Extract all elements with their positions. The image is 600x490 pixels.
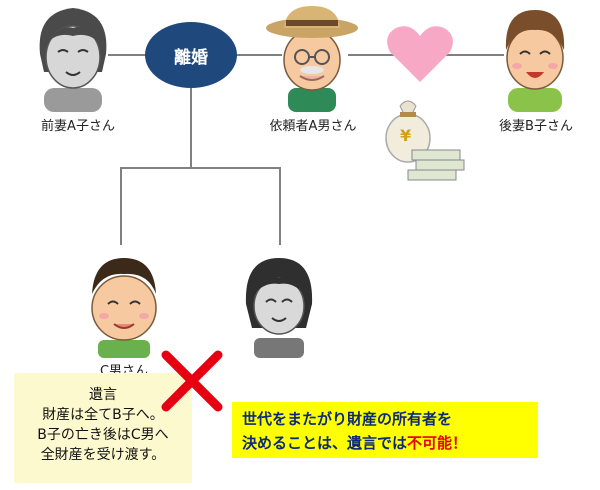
cross-mark-icon [161,350,223,412]
divorce-label: 離婚 [174,47,208,68]
connector-badge-client [236,54,282,56]
callout-line-2-text: 決めることは、遺言では [242,434,408,452]
connector-to-son [120,167,122,245]
callout-line-2: 決めることは、遺言では不可能！ [242,431,528,455]
will-line-3: 全財産を受け渡す。 [40,447,166,463]
will-line-2: B子の亡き後はC男へ [37,427,169,443]
will-note: 遺言 財産は全てB子へ。 B子の亡き後はC男へ 全財産を受け渡す。 [14,373,192,483]
heart-icon [387,26,453,82]
son-portrait [91,258,157,358]
ex-wife-label: 前妻A子さん [41,119,115,134]
cash-stack-icon [407,149,465,181]
divorce-badge: 離婚 [145,22,237,88]
will-line-1: 財産は全てB子へ。 [42,407,164,423]
wife-label: 後妻B子さん [499,119,573,134]
connector-badge-down [190,88,192,168]
client-portrait [266,6,358,112]
money-bag-icon [385,100,465,181]
yen-symbol: ¥ [400,126,412,145]
connector-to-daughter [279,167,281,245]
wife-portrait [505,10,565,112]
daughter-portrait [245,258,313,358]
will-title: 遺言 [89,387,117,403]
conclusion-callout: 世代をまたがり財産の所有者を 決めることは、遺言では不可能！ [232,402,538,458]
callout-emphasis: 不可能 [407,434,453,452]
client-label: 依頼者A男さん [269,119,357,134]
connector-children-horizontal [120,167,280,169]
ex-wife-portrait [39,8,107,112]
callout-exclamation: ！ [452,434,468,452]
callout-line-1: 世代をまたがり財産の所有者を [242,410,453,428]
connector-exwife-badge [108,54,148,56]
